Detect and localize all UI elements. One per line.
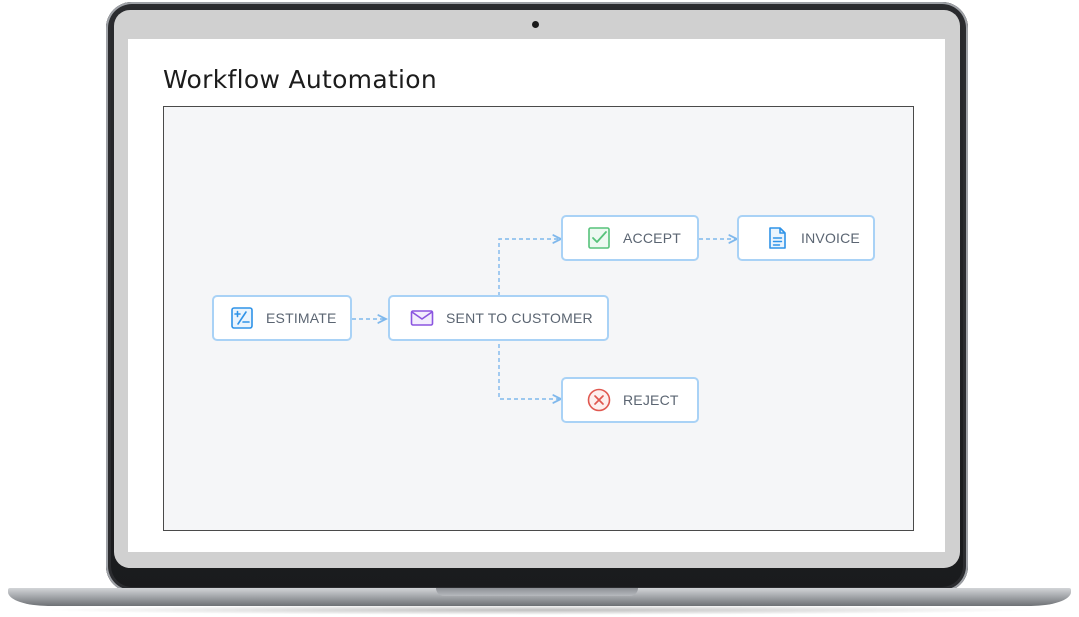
page-title: Workflow Automation — [163, 65, 438, 94]
connector-sent-reject — [498, 344, 561, 399]
node-estimate[interactable]: ESTIMATE — [212, 295, 352, 341]
node-reject-label: REJECT — [623, 392, 679, 408]
screen: Workflow Automation ESTIMA — [128, 39, 945, 552]
node-sent-label: SENT TO CUSTOMER — [446, 310, 593, 326]
node-sent-to-customer[interactable]: SENT TO CUSTOMER — [388, 295, 609, 341]
document-icon — [769, 227, 786, 249]
node-invoice[interactable]: INVOICE — [737, 215, 875, 261]
node-estimate-label: ESTIMATE — [266, 310, 337, 326]
node-accept[interactable]: ACCEPT — [561, 215, 699, 261]
laptop-notch — [436, 588, 638, 596]
connector-sent-accept — [498, 239, 561, 296]
webcam-icon — [532, 21, 539, 28]
x-circle-icon — [587, 388, 611, 412]
laptop-shadow — [40, 605, 1040, 615]
workflow-connectors — [352, 107, 913, 530]
workflow-canvas: ESTIMATE SENT TO CUSTOMER ACCEPT — [163, 106, 914, 531]
node-reject[interactable]: REJECT — [561, 377, 699, 423]
node-accept-label: ACCEPT — [623, 230, 681, 246]
estimate-icon — [231, 307, 253, 329]
checkbox-icon — [588, 227, 610, 249]
node-invoice-label: INVOICE — [801, 230, 860, 246]
laptop-base — [8, 588, 1071, 606]
envelope-icon — [410, 310, 434, 326]
